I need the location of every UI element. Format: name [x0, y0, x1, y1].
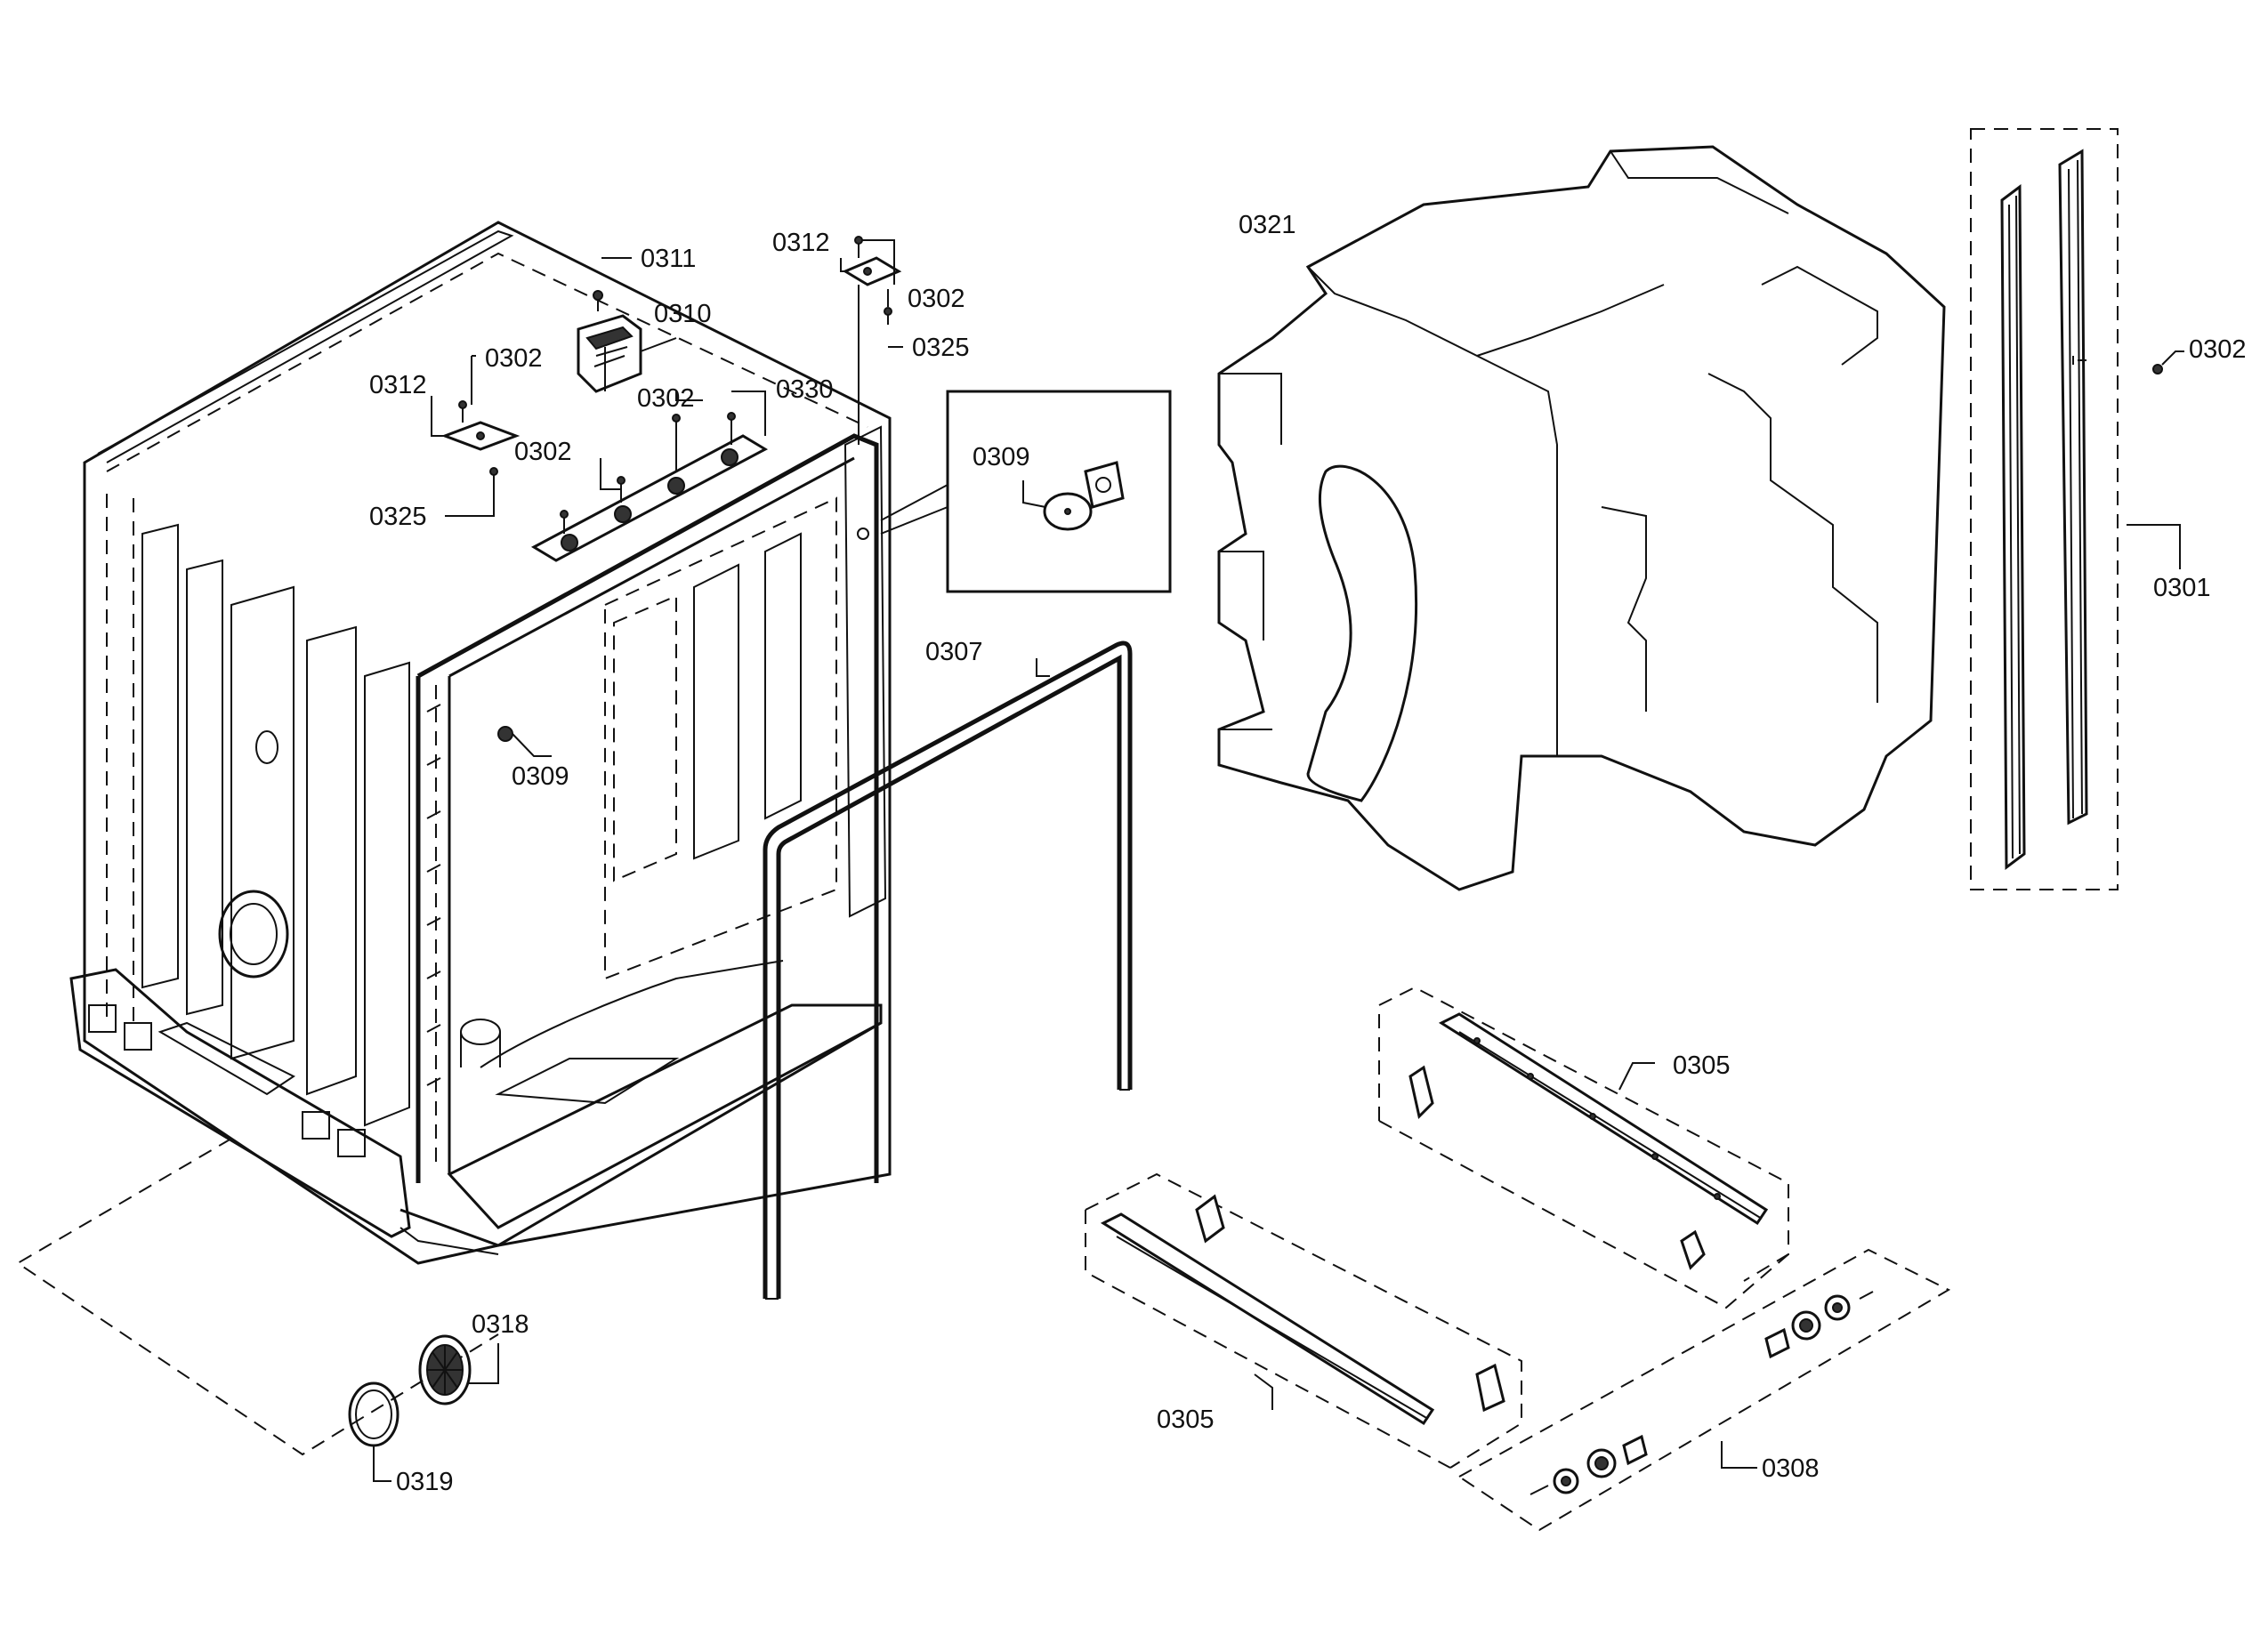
label-0311: 0311 — [641, 245, 696, 273]
label-0330: 0330 — [776, 375, 834, 404]
part-0310-bracket — [577, 314, 677, 393]
part-0321-insulation — [1217, 145, 1946, 891]
part-0307-door-seal — [763, 640, 1133, 1300]
part-0305-upper-rail — [1378, 986, 1789, 1309]
label-0319: 0319 — [396, 1468, 454, 1496]
label-0312-right: 0312 — [772, 229, 830, 257]
label-0309-inset: 0309 — [973, 443, 1030, 471]
label-0302-mid: 0302 — [637, 384, 695, 413]
part-0312-right-bracket — [840, 236, 903, 445]
label-0325-right: 0325 — [912, 334, 970, 362]
part-0309-tub — [497, 726, 552, 757]
tub-to-drain-leader — [16, 1138, 499, 1456]
part-0309-inset-box — [880, 390, 1172, 593]
label-0302-right: 0302 — [908, 285, 965, 313]
label-0307: 0307 — [925, 638, 983, 666]
dishwasher-tub — [69, 221, 892, 1265]
label-0302-lower: 0302 — [514, 438, 572, 466]
label-0305-lower: 0305 — [1157, 1406, 1215, 1434]
part-0319-gasket — [348, 1381, 400, 1482]
label-0318: 0318 — [472, 1310, 529, 1339]
label-0308: 0308 — [1762, 1454, 1820, 1483]
label-0302-left: 0302 — [485, 344, 543, 373]
label-0302-rail: 0302 — [2189, 335, 2247, 364]
part-0330-strip — [530, 391, 769, 562]
part-0301-side-rails — [1970, 128, 2184, 890]
part-0312-left-bracket — [431, 355, 521, 517]
part-0308-wheels — [1457, 1248, 1951, 1532]
label-0310: 0310 — [654, 300, 712, 328]
label-0305-upper: 0305 — [1673, 1051, 1731, 1080]
label-0301: 0301 — [2153, 574, 2211, 602]
part-0311-screw — [593, 257, 632, 311]
part-0305-lower-rail — [1085, 1172, 1522, 1469]
part-0318-filter — [418, 1334, 499, 1406]
label-0321: 0321 — [1239, 211, 1296, 239]
label-0309-tub: 0309 — [512, 762, 569, 791]
label-0325-left: 0325 — [369, 503, 427, 531]
label-0312-left: 0312 — [369, 371, 427, 399]
